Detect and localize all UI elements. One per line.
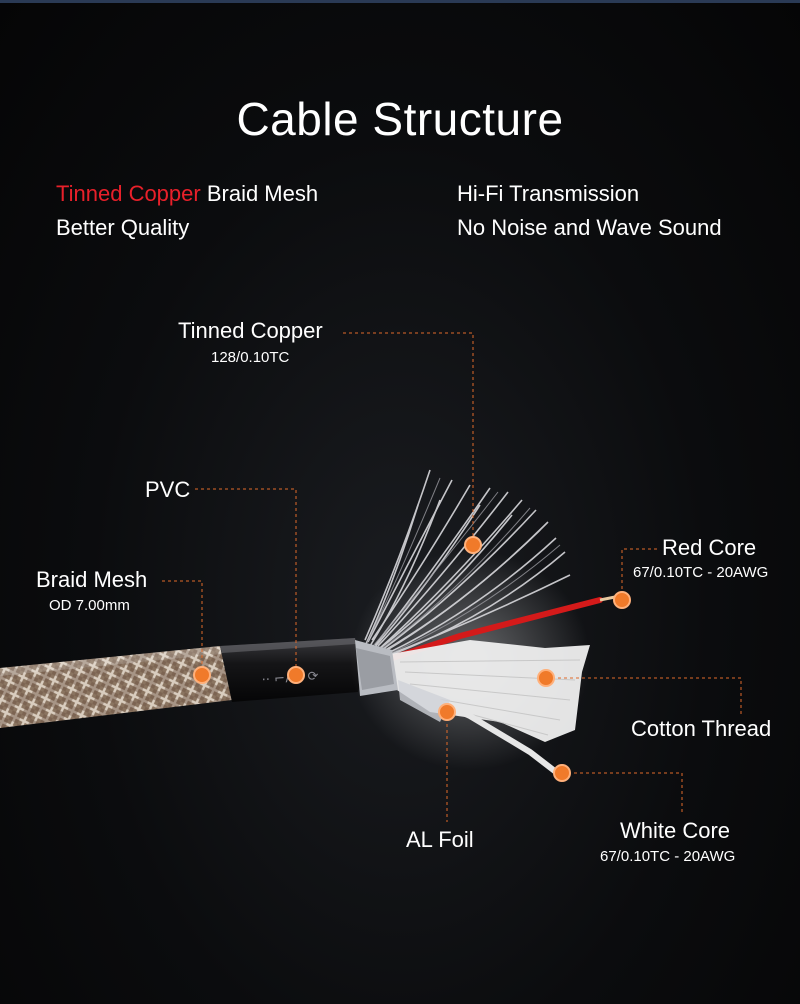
- feature-highlight: Tinned Copper: [56, 181, 201, 206]
- label-al-foil: AL Foil: [406, 827, 474, 852]
- marker-white-core: [553, 764, 571, 782]
- marker-cotton-thread: [537, 669, 555, 687]
- label-white-core: White Core: [620, 818, 731, 843]
- page-title: Cable Structure: [236, 93, 564, 145]
- marker-pvc: [287, 666, 305, 684]
- feature-left-line2: Better Quality: [56, 215, 190, 240]
- spec-red-core: 67/0.10TC - 20AWG: [633, 564, 769, 581]
- feature-right-line2: No Noise and Wave Sound: [457, 215, 722, 240]
- feature-left-line1-rest: Braid Mesh: [200, 181, 319, 206]
- label-red-core: Red Core: [662, 535, 757, 560]
- label-cotton-thread: Cotton Thread: [631, 716, 772, 741]
- feature-left-line1: Tinned Copper Braid Mesh: [56, 181, 318, 207]
- marker-al-foil: [438, 703, 456, 721]
- label-braid-mesh: Braid Mesh: [36, 567, 148, 592]
- leader-lines: [162, 332, 742, 822]
- label-tinned-copper: Tinned Copper: [178, 318, 323, 343]
- top-border: [0, 0, 800, 3]
- marker-red-core: [613, 591, 631, 609]
- spec-braid-mesh: OD 7.00mm: [49, 597, 130, 614]
- braid-mesh-sleeve: [0, 646, 232, 728]
- markers: [193, 536, 631, 782]
- spec-white-core: 67/0.10TC - 20AWG: [600, 848, 736, 865]
- spec-tinned-copper: 128/0.10TC: [211, 349, 290, 366]
- feature-right-line1: Hi-Fi Transmission: [457, 181, 640, 206]
- tinned-copper-strands: [364, 469, 571, 657]
- marker-tinned-copper: [464, 536, 482, 554]
- marker-braid-mesh: [193, 666, 211, 684]
- label-pvc: PVC: [145, 477, 191, 502]
